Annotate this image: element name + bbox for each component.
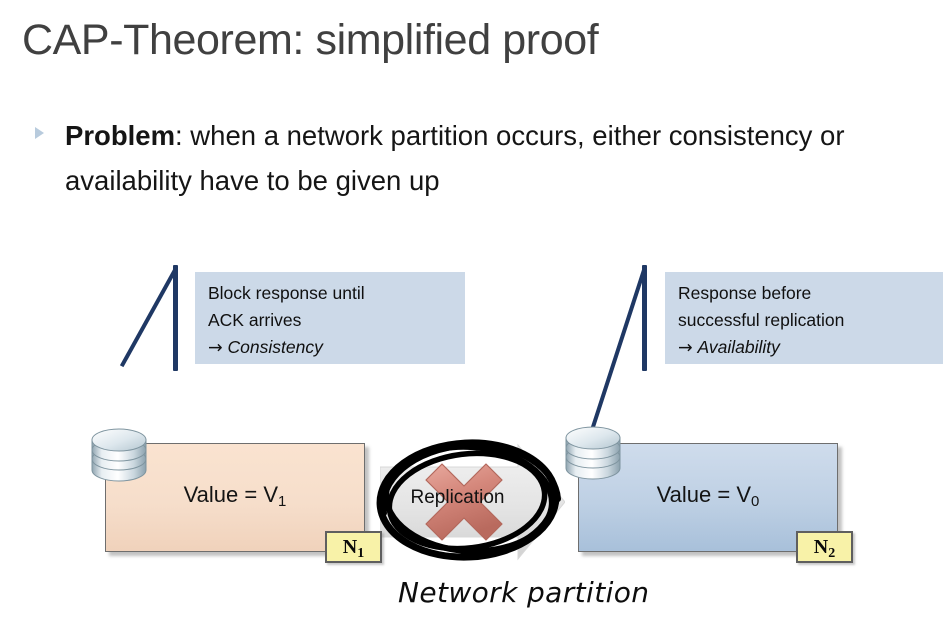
bullet-body-text: : when a network partition occurs, eithe…: [65, 120, 845, 196]
scribble-circle-icon: [376, 439, 561, 561]
replication-label: Replication: [410, 487, 505, 508]
node-n1-value-subscript: 1: [278, 493, 287, 510]
bullet-lead-word: Problem: [65, 120, 176, 151]
node-n2-value-label: Value = V: [656, 482, 752, 507]
replication-group: Replication: [370, 437, 570, 567]
node-tag-n1-subscript: 1: [357, 546, 365, 561]
node-tag-n1-label: N: [342, 536, 358, 558]
callout-left-line2: ACK arrives: [208, 310, 302, 330]
bullet-row: Problem: when a network partition occurs…: [30, 113, 880, 203]
node-n1-value-label: Value = V: [183, 482, 279, 507]
callout-left-line1: Block response until: [208, 283, 365, 303]
callout-left-conclusion: → Consistency: [208, 334, 455, 362]
callout-consistency: Block response until ACK arrives → Consi…: [195, 272, 465, 364]
callout-right-conclusion-text: Availability: [697, 337, 780, 357]
callout-left-leader-vertical: [173, 265, 178, 371]
callout-availability: Response before successful replication →…: [665, 272, 943, 364]
node-n2-value-subscript: 0: [751, 493, 760, 510]
callout-right-line2: successful replication: [678, 310, 845, 330]
callout-left-leader-diagonal: [119, 269, 177, 368]
bullet-text: Problem: when a network partition occurs…: [65, 113, 880, 203]
database-cylinder-icon: [91, 428, 147, 482]
node-box-n1: Value = V1: [105, 443, 365, 552]
callout-right-leader-vertical: [642, 265, 647, 371]
callout-left-conclusion-text: Consistency: [227, 337, 323, 357]
database-cylinder-icon: [565, 426, 621, 480]
callout-right-leader-diagonal: [590, 269, 646, 431]
red-cross-icon: [425, 463, 503, 541]
triangle-bullet-icon: [35, 127, 44, 139]
node-tag-n1: N1: [325, 531, 382, 563]
node-tag-n2: N2: [796, 531, 853, 563]
right-arrow-icon: →: [208, 338, 223, 358]
callout-right-line1: Response before: [678, 283, 812, 303]
node-tag-n2-subscript: 2: [828, 546, 836, 561]
network-partition-caption: Network partition: [398, 576, 650, 609]
callout-right-conclusion: → Availability: [678, 334, 940, 362]
node-tag-n2-label: N: [813, 536, 829, 558]
node-box-n2: Value = V0: [578, 443, 838, 552]
node-n2-value: Value = V0: [579, 482, 837, 510]
right-arrow-icon: →: [678, 338, 693, 358]
page-title: CAP-Theorem: simplified proof: [22, 16, 599, 64]
node-n1-value: Value = V1: [106, 482, 364, 510]
